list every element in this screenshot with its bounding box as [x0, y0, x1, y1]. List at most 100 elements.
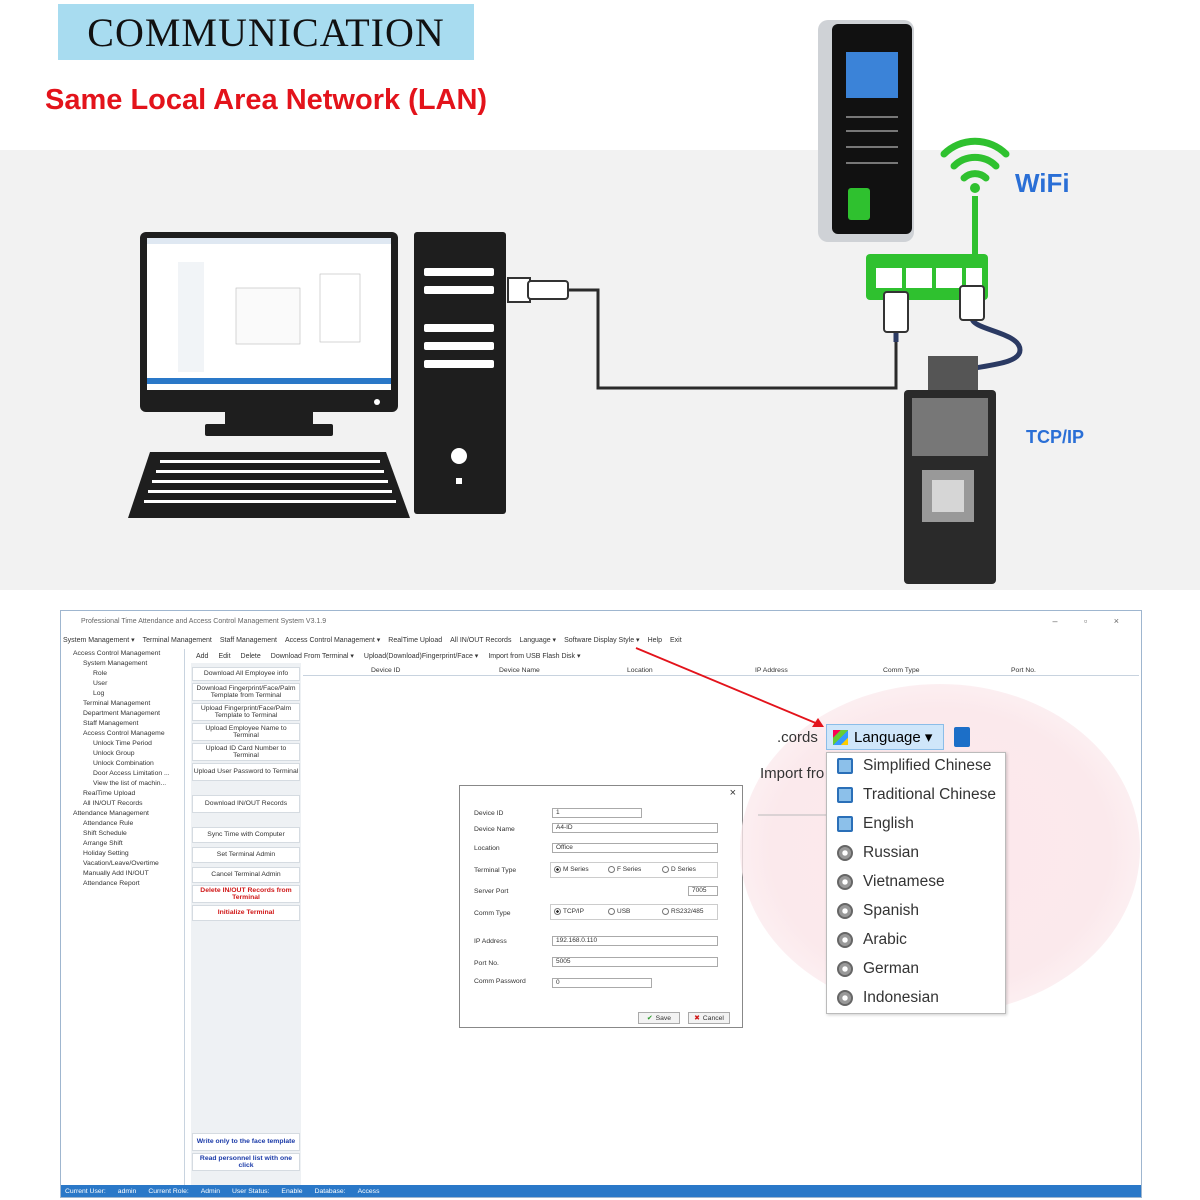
terminal-type-group [550, 862, 718, 878]
tree-item[interactable]: Shift Schedule [83, 830, 127, 837]
language-option[interactable]: Spanish [837, 902, 919, 920]
tree-item[interactable]: Door Access Limitation ... [93, 770, 170, 777]
tree-item[interactable]: All IN/OUT Records [83, 800, 143, 807]
upload-fingerprint-button[interactable]: Upload(Download)Fingerprint/Face ▾ [363, 653, 479, 660]
upload-password-button[interactable]: Upload User Password to Terminal [192, 763, 300, 781]
delete-records-button[interactable]: Delete IN/OUT Records from Terminal [192, 885, 300, 903]
radio-d-series[interactable]: D Series [662, 866, 696, 873]
menu-help[interactable]: Help [647, 636, 662, 644]
save-button[interactable]: ✔Save [638, 1012, 680, 1024]
menu-staff-management[interactable]: Staff Management [219, 636, 277, 644]
comm-type-group [550, 904, 718, 920]
menu-system-management[interactable]: System Management ▾ [63, 637, 135, 644]
menu-terminal-management[interactable]: Terminal Management [142, 636, 212, 644]
tree-item[interactable]: Department Management [83, 710, 161, 717]
computer-tower-icon [414, 232, 506, 514]
column-header[interactable]: Device ID [371, 667, 401, 674]
language-option[interactable]: German [837, 960, 919, 978]
tree-item[interactable]: Holiday Setting [83, 850, 129, 857]
language-menu-button[interactable]: Language ▾ [826, 724, 944, 750]
gear-icon [837, 874, 853, 890]
gear-icon [837, 845, 853, 861]
ip-address-field[interactable]: 192.168.0.110 [552, 936, 718, 946]
menu-access-control[interactable]: Access Control Management ▾ [284, 637, 381, 644]
tree-item[interactable]: Attendance Rule [83, 820, 134, 827]
tree-item[interactable]: User [93, 680, 108, 687]
display-style-icon[interactable] [954, 727, 970, 747]
radio-label: TCP/IP [563, 908, 584, 915]
comm-password-field[interactable]: 0 [552, 978, 652, 988]
device-id-label: Device ID [474, 810, 504, 817]
language-option-label: Vietnamese [863, 873, 945, 890]
add-button[interactable]: Add [196, 652, 209, 660]
column-header[interactable]: Device Name [499, 667, 540, 674]
radio-m-series[interactable]: M Series [554, 866, 589, 873]
device-name-field[interactable]: A4-ID [552, 823, 718, 833]
window-controls[interactable]: – ▫ × [1052, 616, 1131, 626]
tree-item[interactable]: Role [93, 670, 107, 677]
download-records-button[interactable]: Download IN/OUT Records [192, 795, 300, 813]
tree-item[interactable]: Attendance Report [83, 880, 140, 887]
initialize-terminal-button[interactable]: Initialize Terminal [192, 905, 300, 921]
tree-item[interactable]: Vacation/Leave/Overtime [83, 860, 159, 867]
download-from-terminal-button[interactable]: Download From Terminal ▾ [270, 653, 354, 660]
tree-item[interactable]: Log [93, 690, 105, 697]
upload-template-button[interactable]: Upload Fingerprint/Face/Palm Template to… [192, 703, 300, 721]
radio-f-series[interactable]: F Series [608, 866, 641, 873]
edit-button[interactable]: Edit [218, 652, 231, 660]
language-option[interactable]: English [837, 815, 914, 833]
tree-item[interactable]: Staff Management [83, 720, 139, 727]
dialog-close-button[interactable]: × [729, 787, 736, 799]
column-header[interactable]: Comm Type [883, 667, 920, 674]
tree-item[interactable]: Unlock Group [93, 750, 135, 757]
tree-item[interactable]: Access Control Management [73, 650, 161, 657]
tree-item[interactable]: Unlock Combination [93, 760, 154, 767]
upload-name-button[interactable]: Upload Employee Name to Terminal [192, 723, 300, 741]
sync-time-button[interactable]: Sync Time with Computer [192, 827, 300, 843]
tree-item[interactable]: View the list of machin... [93, 780, 167, 787]
menu-all-records[interactable]: All IN/OUT Records [450, 636, 512, 644]
cancel-admin-button[interactable]: Cancel Terminal Admin [192, 867, 300, 883]
device-id-field[interactable]: 1 [552, 808, 642, 818]
menu-display-style[interactable]: Software Display Style ▾ [564, 637, 640, 644]
write-face-button[interactable]: Write only to the face template [192, 1133, 300, 1151]
tree-item[interactable]: Manually Add IN/OUT [83, 870, 149, 877]
language-option[interactable]: Vietnamese [837, 873, 945, 891]
delete-button[interactable]: Delete [240, 652, 261, 660]
menu-realtime-upload[interactable]: RealTime Upload [388, 636, 443, 644]
menu-language[interactable]: Language ▾ [519, 637, 557, 644]
download-template-button[interactable]: Download Fingerprint/Face/Palm Template … [192, 683, 300, 701]
read-personnel-button[interactable]: Read personnel list with one click [192, 1153, 300, 1171]
router-cable-connectors [883, 285, 985, 333]
location-field[interactable]: Office [552, 843, 718, 853]
port-field[interactable]: 5005 [552, 957, 718, 967]
tree-item[interactable]: Access Control Manageme [83, 730, 165, 737]
import-usb-button[interactable]: Import from USB Flash Disk ▾ [488, 653, 581, 660]
language-option[interactable]: Indonesian [837, 989, 939, 1007]
column-header[interactable]: Port No. [1011, 667, 1036, 674]
tree-item[interactable]: Terminal Management [83, 700, 151, 707]
server-port-field[interactable]: 7005 [688, 886, 718, 896]
network-diagram-graphics [128, 20, 1023, 584]
tree-item[interactable]: System Management [83, 660, 148, 667]
radio-usb[interactable]: USB [608, 908, 630, 915]
radio-rs232[interactable]: RS232/485 [662, 908, 704, 915]
column-header[interactable]: IP Address [755, 667, 788, 674]
tree-item[interactable]: Attendance Management [73, 810, 149, 817]
ethernet-cable [568, 288, 898, 390]
cancel-button[interactable]: ✖Cancel [688, 1012, 730, 1024]
download-employee-button[interactable]: Download All Employee info [192, 667, 300, 681]
tree-item[interactable]: RealTime Upload [83, 790, 136, 797]
status-label: Current User: [65, 1187, 106, 1195]
language-option[interactable]: Traditional Chinese [837, 786, 996, 804]
column-header[interactable]: Location [627, 667, 653, 674]
tree-item[interactable]: Arrange Shift [83, 840, 123, 847]
language-option[interactable]: Russian [837, 844, 919, 862]
tree-item[interactable]: Unlock Time Period [93, 740, 152, 747]
menu-exit[interactable]: Exit [669, 636, 682, 644]
language-option[interactable]: Simplified Chinese [837, 757, 991, 775]
upload-card-button[interactable]: Upload ID Card Number to Terminal [192, 743, 300, 761]
language-option[interactable]: Arabic [837, 931, 907, 949]
radio-tcpip[interactable]: TCP/IP [554, 908, 584, 915]
set-admin-button[interactable]: Set Terminal Admin [192, 847, 300, 863]
